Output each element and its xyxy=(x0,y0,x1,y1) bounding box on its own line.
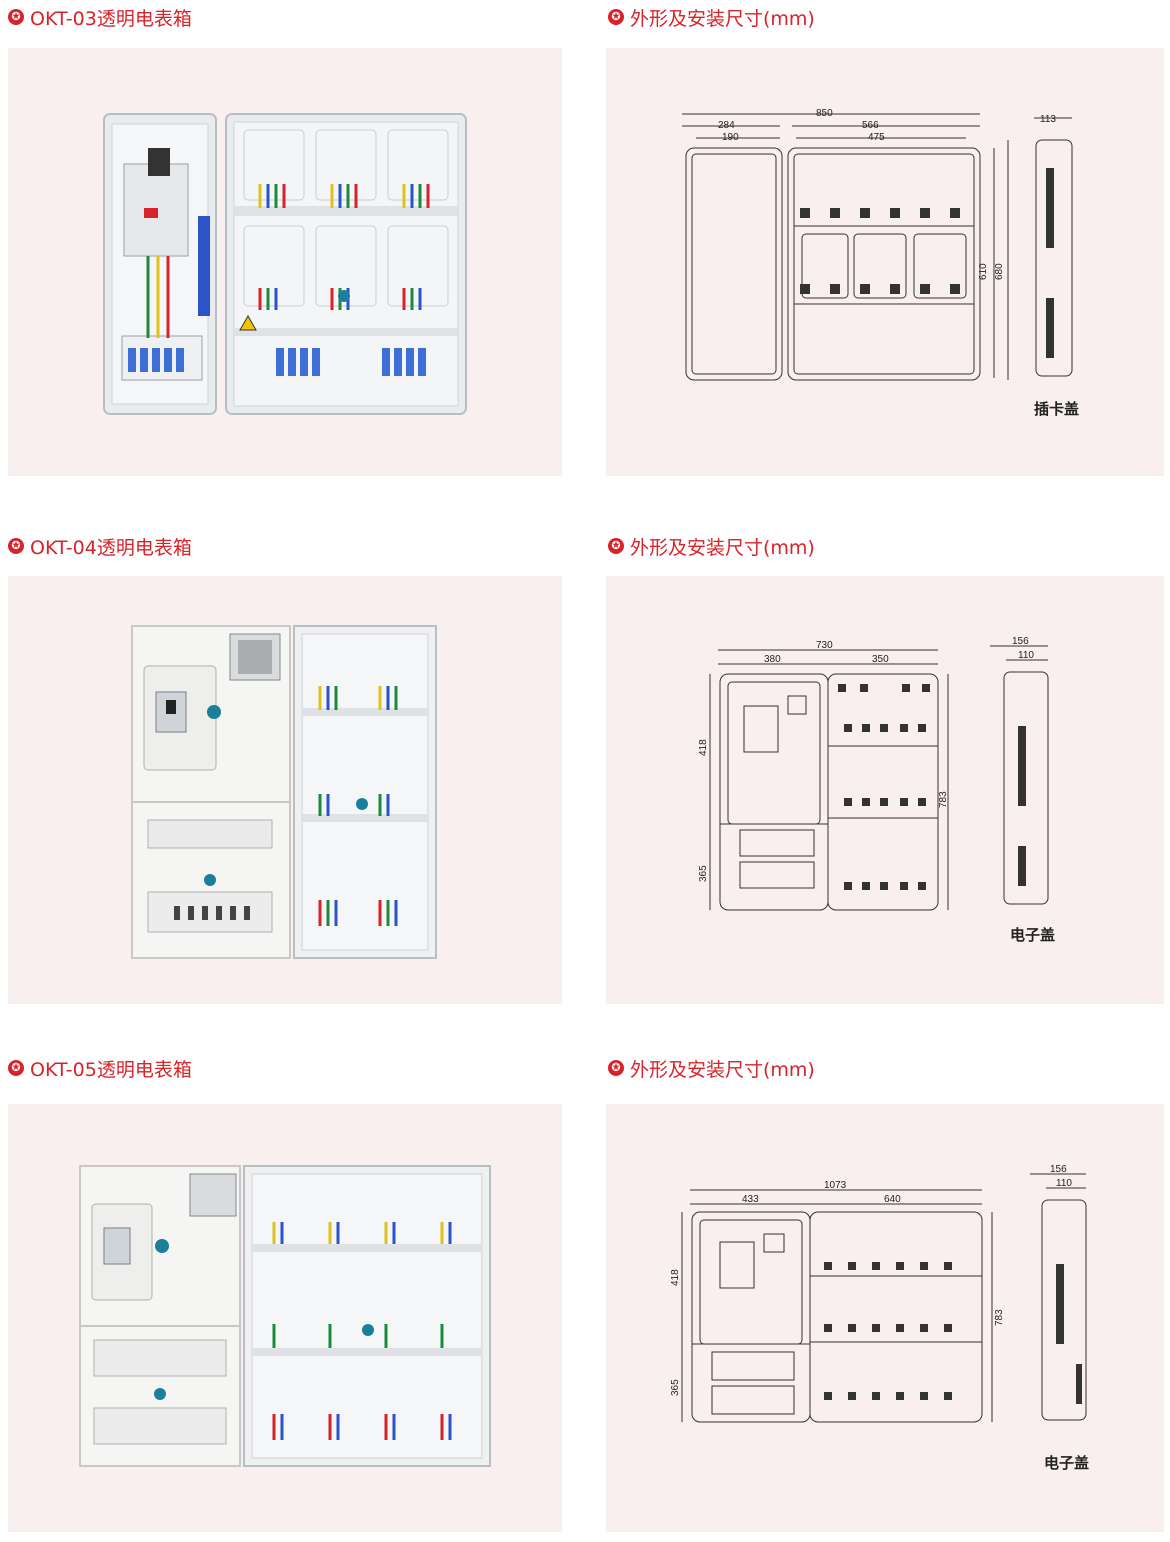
section-3-photo-panel xyxy=(8,1104,562,1532)
dim-depth-outer: 156 xyxy=(1012,636,1029,647)
dim-left: 433 xyxy=(742,1194,759,1205)
star-icon: ✪ xyxy=(8,538,24,554)
section-2-cover-type: 电子盖 xyxy=(1010,926,1056,944)
dim-right-outer: 566 xyxy=(862,120,879,131)
star-icon: ✪ xyxy=(608,9,624,25)
section-1-title: OKT-03透明电表箱 xyxy=(30,7,192,30)
dim-left-inner: 190 xyxy=(722,132,739,143)
star-icon: ✪ xyxy=(8,9,24,25)
okt-03-product-image xyxy=(103,113,467,415)
dim-upper-height: 418 xyxy=(698,739,709,756)
dim-depth-outer: 156 xyxy=(1050,1164,1067,1175)
dim-lower-height: 365 xyxy=(670,1379,681,1396)
dim-right-inner: 475 xyxy=(868,132,885,143)
section-1-cover-type: 插卡盖 xyxy=(1034,400,1080,418)
section-1-dims-title: 外形及安装尺寸(mm) xyxy=(630,7,815,30)
okt-05-dimension-drawing: 1073 433 640 418 365 783 156 110 xyxy=(670,1164,1087,1423)
star-icon: ✪ xyxy=(608,538,624,554)
dim-left: 380 xyxy=(764,654,781,665)
section-1-drawing-panel: 850 284 190 566 475 610 680 113 插卡盖 xyxy=(606,48,1164,476)
section-3-dims-heading: ✪ 外形及安装尺寸(mm) xyxy=(608,1055,815,1081)
star-icon: ✪ xyxy=(608,1060,624,1076)
dim-left-outer: 284 xyxy=(718,120,735,131)
section-2-title: OKT-04透明电表箱 xyxy=(30,536,192,559)
dim-height-outer: 680 xyxy=(994,263,1005,280)
dim-overall: 850 xyxy=(816,108,833,119)
section-3-heading: ✪ OKT-05透明电表箱 xyxy=(8,1055,192,1081)
section-2-dims-heading: ✪ 外形及安装尺寸(mm) xyxy=(608,533,815,559)
section-1-heading: ✪ OKT-03透明电表箱 xyxy=(8,4,192,30)
dim-right: 350 xyxy=(872,654,889,665)
section-3-title: OKT-05透明电表箱 xyxy=(30,1058,192,1081)
dim-height: 783 xyxy=(938,791,949,808)
dim-lower-height: 365 xyxy=(698,865,709,882)
section-3-cover-type: 电子盖 xyxy=(1044,1454,1090,1472)
okt-04-product-image xyxy=(131,625,437,959)
dim-depth-inner: 110 xyxy=(1056,1178,1072,1189)
dim-upper-height: 418 xyxy=(670,1269,681,1286)
section-1-photo-panel xyxy=(8,48,562,476)
section-1-dims-heading: ✪ 外形及安装尺寸(mm) xyxy=(608,4,815,30)
section-3-dims-title: 外形及安装尺寸(mm) xyxy=(630,1058,815,1081)
section-2-photo-panel xyxy=(8,576,562,1004)
dim-depth: 113 xyxy=(1040,114,1056,125)
dim-overall: 1073 xyxy=(824,1180,847,1191)
okt-05-product-image xyxy=(79,1165,491,1467)
okt-04-dimension-drawing: 730 380 350 418 365 783 156 110 xyxy=(698,636,1049,911)
section-2-drawing-panel: 730 380 350 418 365 783 156 110 电子盖 xyxy=(606,576,1164,1004)
dim-height-inner: 610 xyxy=(978,263,989,280)
star-icon: ✪ xyxy=(8,1060,24,1076)
dim-height: 783 xyxy=(994,1309,1005,1326)
okt-03-dimension-drawing: 850 284 190 566 475 610 680 113 xyxy=(682,108,1073,381)
section-2-heading: ✪ OKT-04透明电表箱 xyxy=(8,533,192,559)
dim-right: 640 xyxy=(884,1194,901,1205)
section-2-dims-title: 外形及安装尺寸(mm) xyxy=(630,536,815,559)
dim-overall: 730 xyxy=(816,640,833,651)
dim-depth-inner: 110 xyxy=(1018,650,1034,661)
section-3-drawing-panel: 1073 433 640 418 365 783 156 110 电子盖 xyxy=(606,1104,1164,1532)
